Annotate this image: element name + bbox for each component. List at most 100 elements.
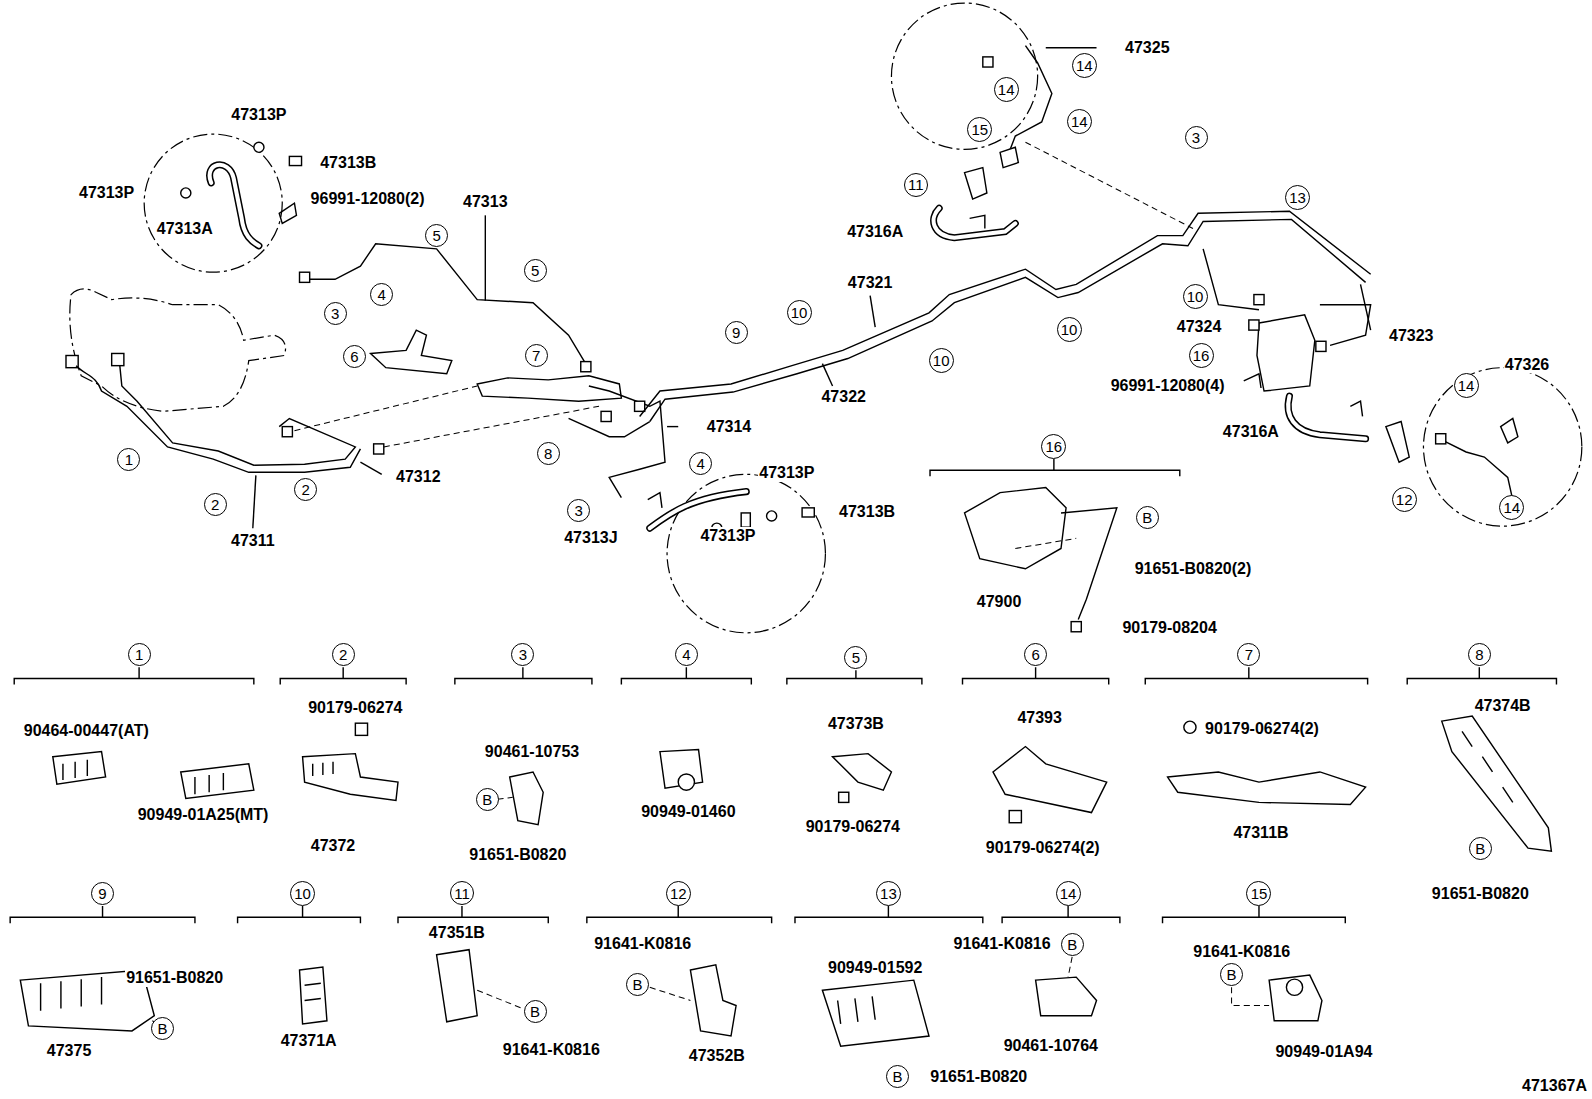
- callout-number: B: [1142, 510, 1152, 525]
- part-number: 47313B: [319, 154, 377, 172]
- part-number: 47321: [847, 274, 894, 292]
- callout-number: 3: [331, 306, 339, 321]
- callout-number: 3: [575, 503, 583, 518]
- part-number: 47393: [1016, 709, 1063, 727]
- callout-circle: 8: [1468, 643, 1491, 666]
- callout-circle: 4: [675, 643, 698, 666]
- callout-circle: 14: [1499, 495, 1524, 520]
- callout-number: B: [893, 1069, 903, 1084]
- callout-circle: 16: [1041, 434, 1066, 459]
- callout-number: 6: [1031, 647, 1039, 662]
- callout-circle: B: [151, 1017, 174, 1040]
- part-number: 47373B: [827, 715, 885, 733]
- callout-circle: 9: [91, 882, 114, 905]
- callout-circle: B: [524, 1000, 547, 1023]
- callout-number: 15: [1251, 886, 1268, 901]
- callout-number: 6: [350, 349, 358, 364]
- part-number: 90179-06274: [307, 699, 403, 717]
- callout-circle: 5: [524, 259, 547, 282]
- callout-number: 3: [1192, 130, 1200, 145]
- callout-circle: 3: [567, 499, 590, 522]
- part-number: 47311: [230, 532, 276, 550]
- callout-circle: 14: [1454, 373, 1479, 398]
- part-number: 90179-06274(2): [1204, 720, 1320, 738]
- part-number: 47326: [1504, 356, 1551, 374]
- part-number: 90179-08204: [1121, 619, 1217, 637]
- callout-number: 13: [1289, 190, 1306, 205]
- callout-number: 14: [1503, 500, 1520, 515]
- part-number: 47313J: [563, 529, 618, 547]
- part-number: 47313A: [156, 220, 214, 238]
- callout-number: 8: [1475, 647, 1483, 662]
- callout-circle: 11: [450, 881, 474, 905]
- callout-number: B: [157, 1021, 167, 1036]
- part-number: 47372: [310, 837, 357, 855]
- callout-number: 7: [1245, 647, 1253, 662]
- callout-circle: 12: [1392, 487, 1417, 512]
- callout-circle: 6: [1024, 643, 1047, 666]
- callout-number: 4: [682, 647, 690, 662]
- callout-circle: 9: [725, 321, 748, 344]
- part-number: 90949-01592: [827, 959, 923, 977]
- part-number: 47900: [976, 593, 1023, 611]
- callout-circle: 10: [787, 300, 812, 325]
- callout-number: 10: [1061, 322, 1078, 337]
- callout-circle: 3: [1185, 126, 1208, 149]
- callout-number: 15: [971, 122, 988, 137]
- callout-number: 14: [998, 82, 1015, 97]
- callout-circle: 10: [290, 881, 315, 906]
- callout-number: 4: [378, 287, 386, 302]
- part-number: 91651-B0820: [468, 846, 567, 864]
- callout-number: 10: [1187, 289, 1204, 304]
- callout-number: 5: [432, 228, 440, 243]
- part-number: 47351B: [428, 924, 486, 942]
- callout-circle: 14: [1067, 109, 1092, 134]
- part-number: 91641-K0816: [1192, 943, 1291, 961]
- callout-number: 5: [852, 650, 860, 665]
- part-number: 47313P: [699, 527, 756, 545]
- part-number: 91651-B0820: [1431, 885, 1530, 903]
- callout-number: B: [1227, 967, 1237, 982]
- callout-circle: B: [1469, 837, 1492, 860]
- callout-number: 2: [301, 482, 309, 497]
- callout-circle: B: [1220, 963, 1243, 986]
- part-number: 47311B: [1232, 824, 1289, 842]
- callout-number: 12: [670, 886, 687, 901]
- part-number: 90179-06274(2): [985, 839, 1101, 857]
- callout-circle: 8: [537, 442, 560, 465]
- part-number: 96991-12080(4): [1110, 377, 1226, 395]
- callout-number: 10: [294, 886, 311, 901]
- part-number: 96991-12080(2): [310, 190, 426, 208]
- callout-circle: 16: [1189, 343, 1214, 368]
- callout-number: 14: [1458, 378, 1475, 393]
- callout-circle: 5: [425, 224, 448, 247]
- callout-circle: 4: [689, 452, 712, 475]
- part-number: 47313B: [838, 503, 896, 521]
- part-number: 91651-B0820(2): [1134, 560, 1253, 578]
- callout-number: 7: [532, 348, 540, 363]
- part-number: 91641-K0816: [502, 1041, 601, 1059]
- part-number: 47374B: [1474, 697, 1532, 715]
- callout-circle: 7: [525, 344, 548, 367]
- part-number: 90179-06274: [805, 818, 901, 836]
- callout-circle: 14: [1072, 53, 1097, 78]
- callout-circle: 14: [994, 77, 1019, 102]
- callout-circle: 13: [876, 881, 901, 906]
- callout-number: 13: [880, 886, 897, 901]
- callout-circle: 5: [844, 646, 867, 669]
- callout-number: 2: [339, 647, 347, 662]
- callout-number: B: [1475, 841, 1485, 856]
- callout-number: B: [482, 792, 492, 807]
- callout-circle: 6: [343, 345, 366, 368]
- callout-circle: 12: [666, 881, 691, 906]
- callout-number: 8: [544, 446, 552, 461]
- part-number: 47316A: [846, 223, 904, 241]
- callout-number: 9: [732, 325, 740, 340]
- callout-number: 14: [1060, 886, 1077, 901]
- part-number: 47314: [706, 418, 753, 436]
- callout-circle: 1: [117, 448, 140, 471]
- part-number: 47325: [1124, 39, 1171, 57]
- part-number: 90461-10753: [484, 743, 580, 761]
- callout-number: 1: [135, 647, 143, 662]
- callout-circle: B: [886, 1065, 909, 1088]
